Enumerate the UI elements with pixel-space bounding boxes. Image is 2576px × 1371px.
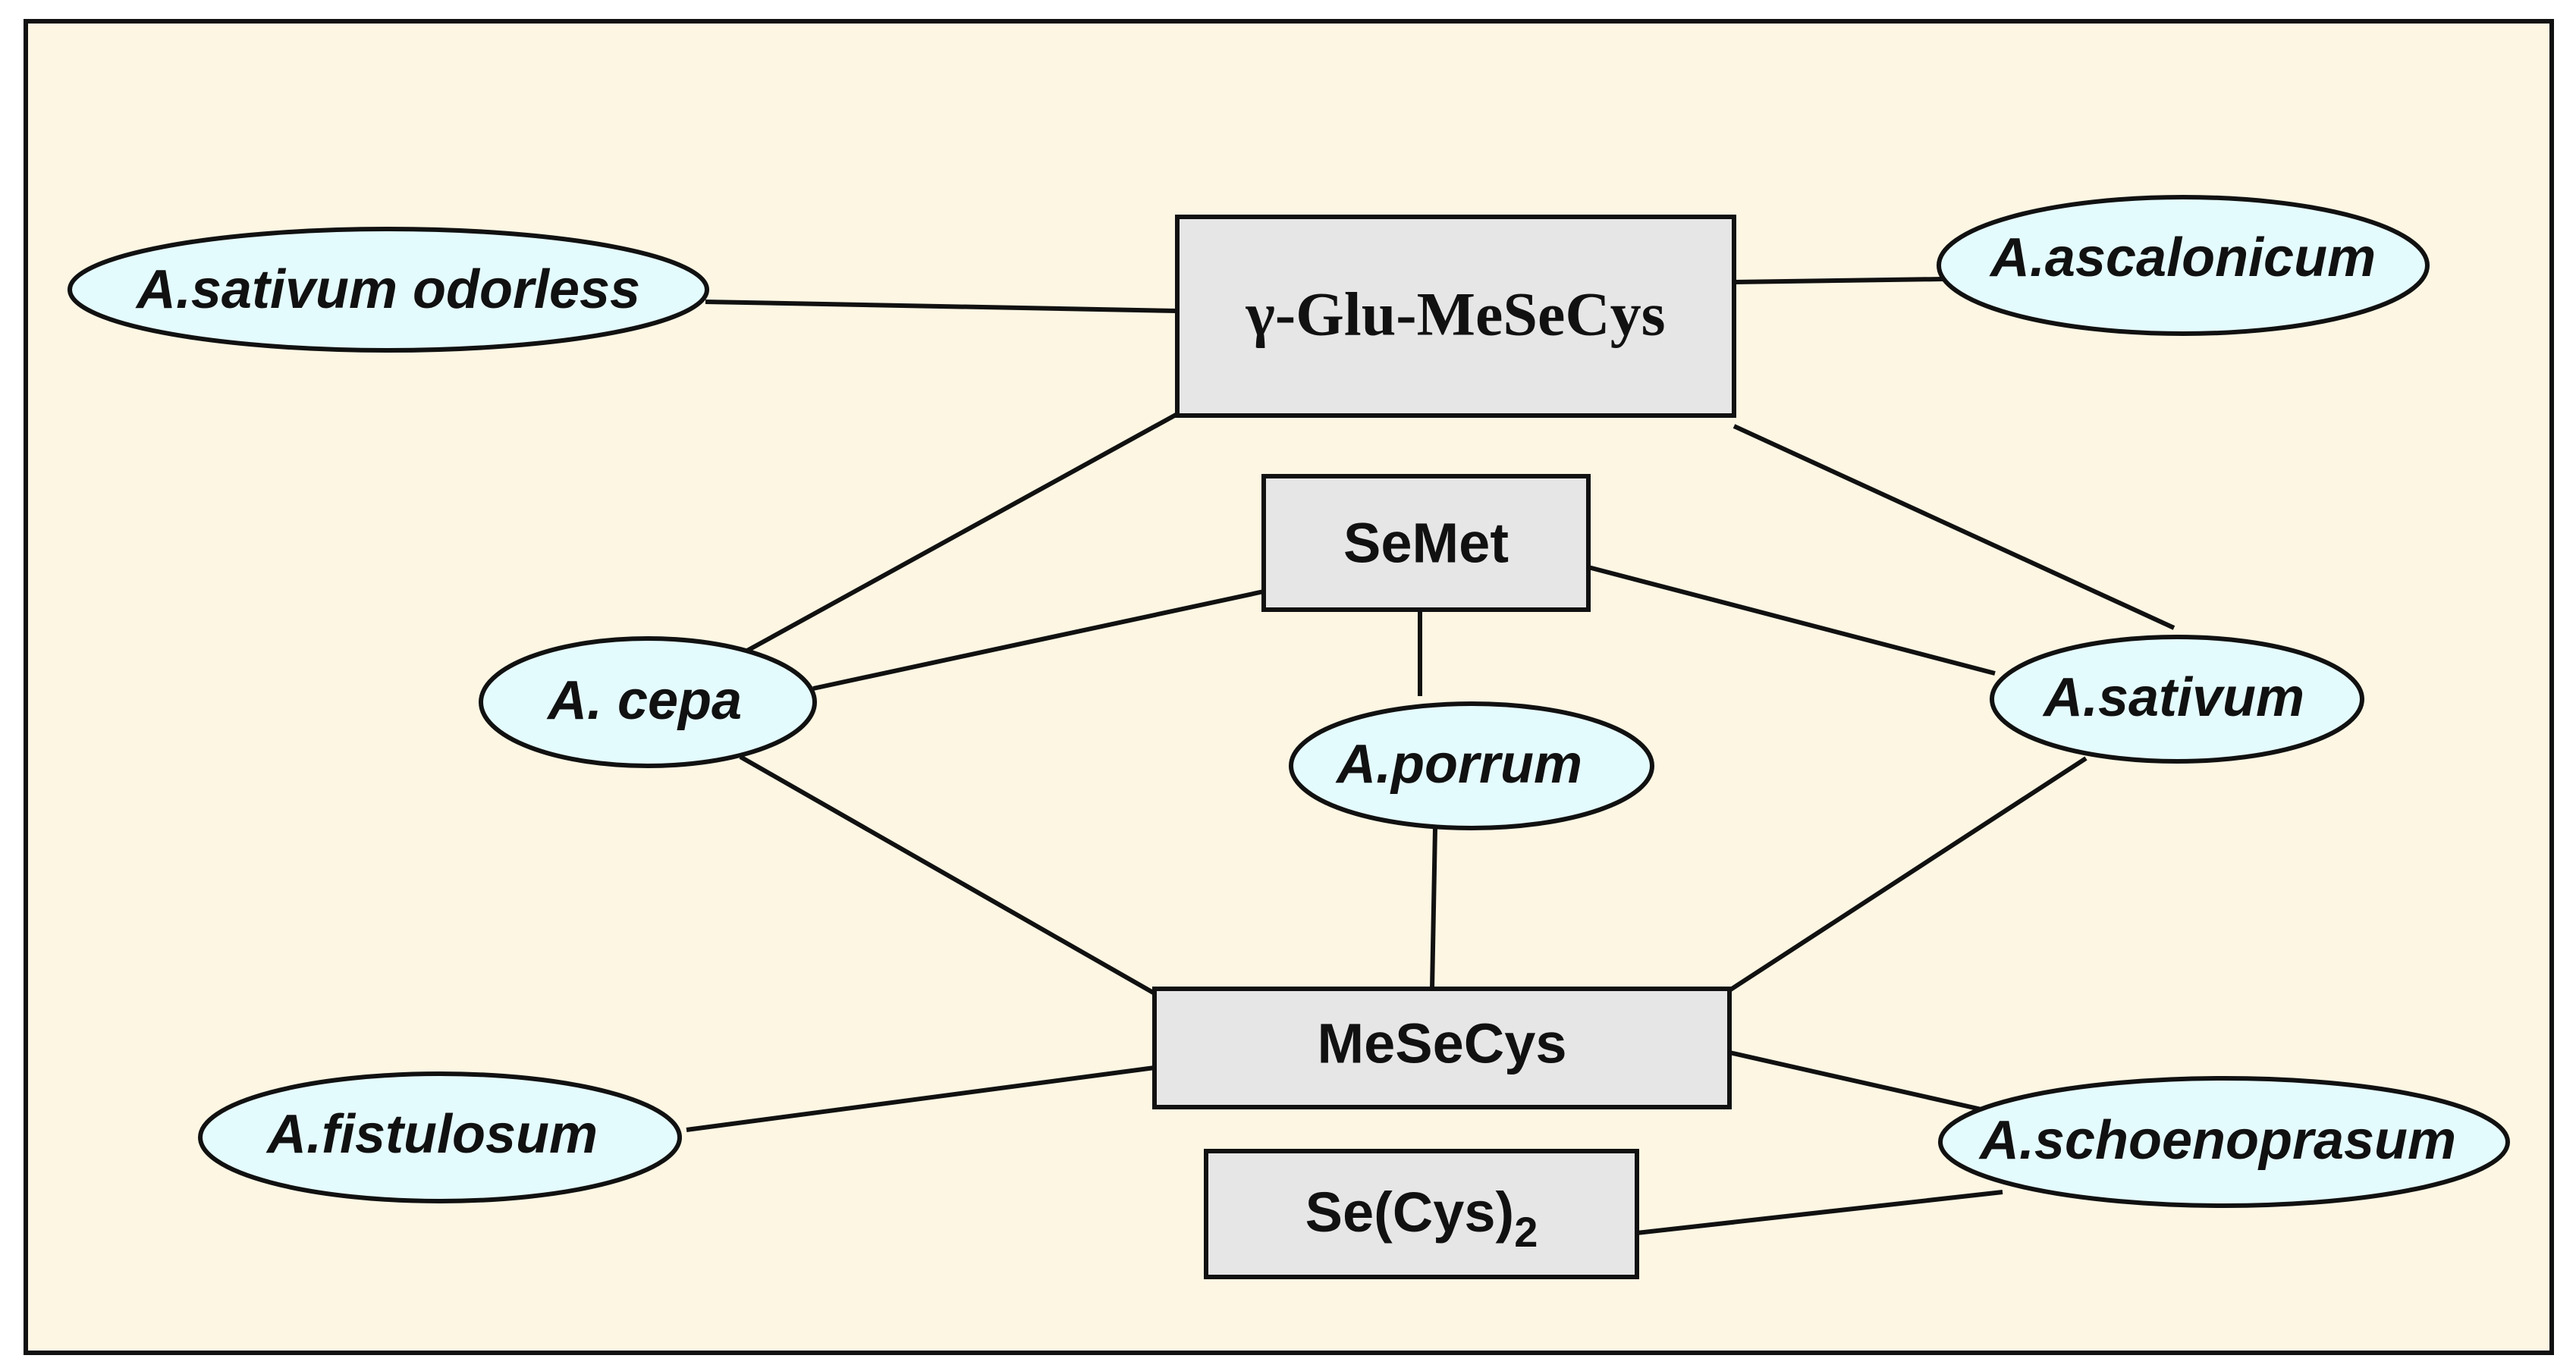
species-ascalonicum: A.ascalonicum	[1937, 195, 2430, 336]
species-porrum: A.porrum	[1289, 701, 1654, 830]
species-sativum-odorless: A.sativum odorless	[68, 227, 709, 353]
edge-secys2-schoenoprasum	[1636, 1190, 2003, 1235]
edge-porrum-mesecys	[1430, 827, 1437, 990]
edge-gglu-ascalonicum	[1733, 277, 1944, 284]
species-sativum: A.sativum	[1990, 635, 2364, 764]
compound-gglu-mesecys-label: γ-Glu-MeSeCys	[1245, 280, 1665, 349]
compound-secys2-subscript: 2	[1514, 1208, 1538, 1256]
compound-mesecys: MeSeCys	[1152, 987, 1732, 1109]
edge-fistulosum-mesecys	[686, 1065, 1155, 1132]
edge-semet-sativum	[1588, 565, 1996, 676]
species-sativum-odorless-label: A.sativum odorless	[135, 259, 640, 320]
compound-secys2-label-main: Se(Cys)	[1305, 1181, 1515, 1244]
edge-gglu-cepa	[746, 412, 1179, 653]
species-fistulosum: A.fistulosum	[198, 1071, 682, 1203]
species-schoenoprasum: A.schoenoprasum	[1938, 1076, 2510, 1208]
species-fistulosum-label: A.fistulosum	[265, 1104, 598, 1165]
edges	[686, 277, 2175, 1235]
species-cepa-label: A. cepa	[546, 670, 742, 731]
compound-secys2: Se(Cys)2	[1204, 1149, 1639, 1279]
edge-semet-cepa	[812, 589, 1264, 691]
species-ascalonicum-label: A.ascalonicum	[1989, 227, 2376, 288]
species-cepa: A. cepa	[479, 636, 817, 768]
edge-sativum-odorless-gglu	[705, 300, 1178, 313]
species-porrum-label: A.porrum	[1335, 734, 1582, 795]
edge-mesecys-schoenoprasum	[1729, 1050, 1999, 1115]
species-schoenoprasum-label: A.schoenoprasum	[1978, 1110, 2456, 1171]
compound-gglu-mesecys: γ-Glu-MeSeCys	[1175, 215, 1736, 418]
compound-semet: SeMet	[1261, 474, 1591, 612]
edge-gglu-sativum	[1733, 424, 2175, 630]
edge-sativum-mesecys	[1728, 756, 2088, 993]
compound-semet-label: SeMet	[1343, 512, 1509, 575]
compound-secys2-label: Se(Cys)2	[1305, 1181, 1538, 1256]
compound-mesecys-label: MeSeCys	[1317, 1012, 1566, 1075]
edge-cepa-mesecys	[739, 755, 1156, 996]
species-sativum-label: A.sativum	[2042, 667, 2304, 728]
